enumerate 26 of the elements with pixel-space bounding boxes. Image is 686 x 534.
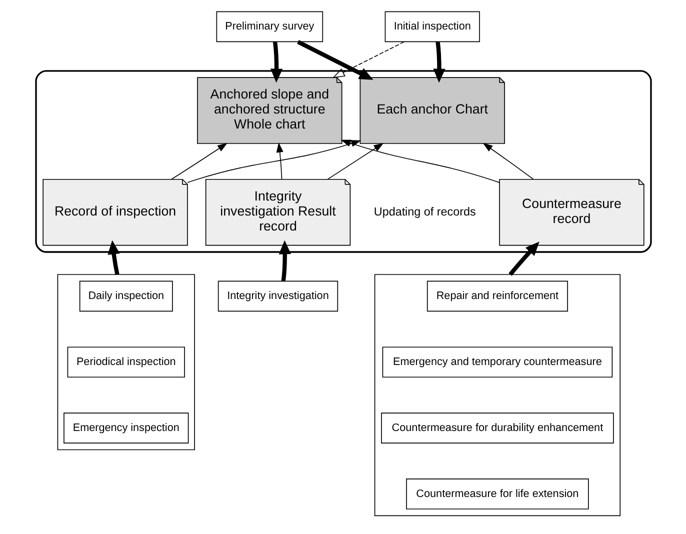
arrow xyxy=(107,240,120,275)
arrow xyxy=(340,140,500,183)
node-box: Initial inspection xyxy=(384,11,480,42)
cluster xyxy=(374,274,620,516)
arrow xyxy=(278,240,291,282)
node-box: Countermeasure for durability enhancement xyxy=(380,412,614,444)
cluster xyxy=(56,274,194,450)
arrow xyxy=(296,40,373,80)
node-box: Preliminary survey xyxy=(216,11,323,42)
arrow xyxy=(170,142,227,180)
node-box: Emergency inspection xyxy=(63,412,188,444)
arrow xyxy=(432,42,445,83)
arrow xyxy=(186,140,361,183)
arrow xyxy=(482,142,534,180)
node-box: Countermeasure for life extension xyxy=(406,478,588,510)
arrow xyxy=(270,42,282,83)
node-box: Integrity investigation xyxy=(217,280,338,312)
arrow xyxy=(276,142,283,180)
arrow xyxy=(326,142,384,180)
node-box: Repair and reinforcement xyxy=(426,280,568,312)
label: Updating of records xyxy=(373,205,476,218)
arrow xyxy=(332,41,404,78)
node-box: Daily inspection xyxy=(78,280,172,312)
node-box: Periodical inspection xyxy=(66,346,184,378)
cluster xyxy=(34,70,652,253)
node-box: Emergency and temporary countermeasure xyxy=(382,346,612,378)
